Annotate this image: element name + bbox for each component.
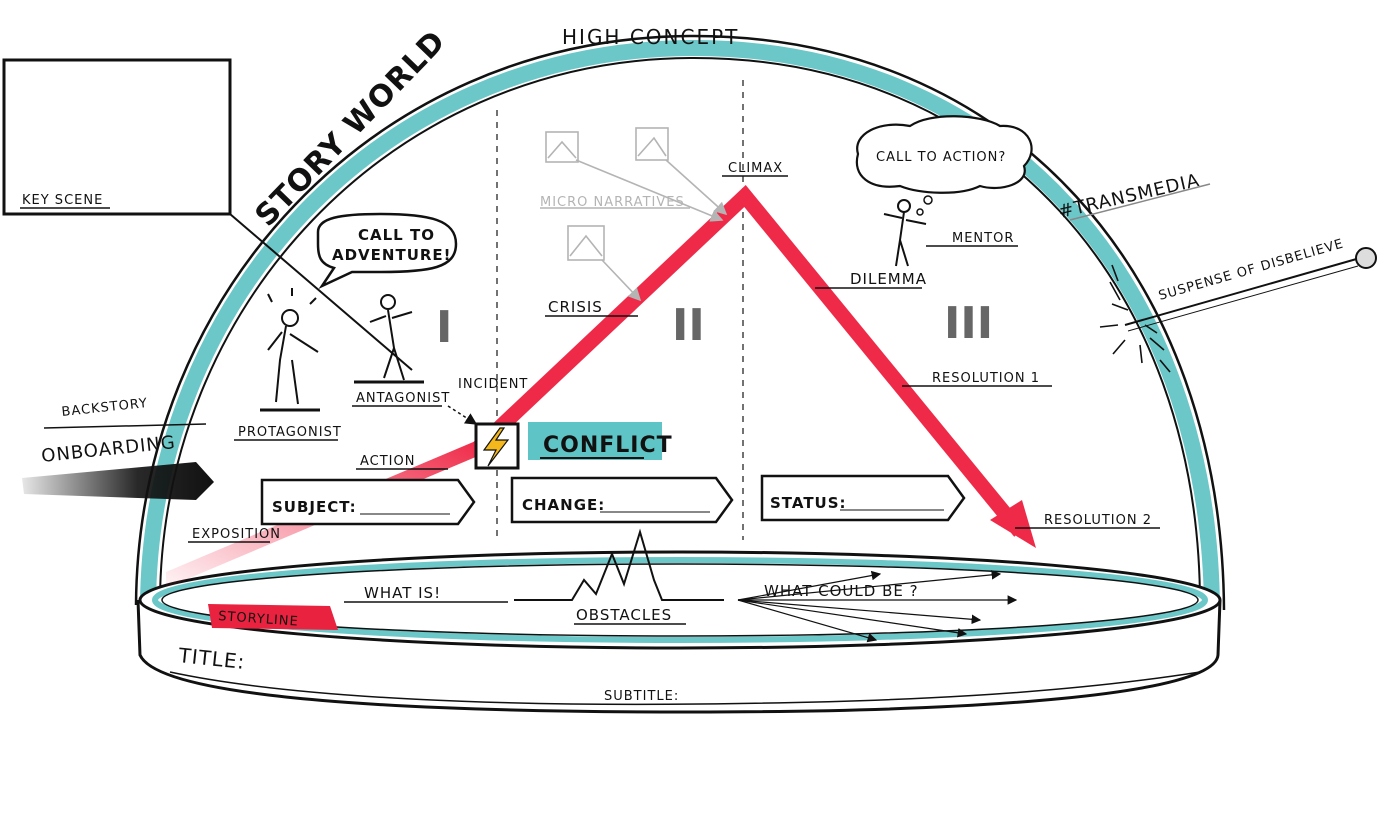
dilemma-label: DILEMMA: [850, 270, 927, 288]
call-to-action-bubble: [855, 115, 1033, 216]
onboarding-label: ONBOARDING: [40, 432, 176, 467]
micro-narrative-frame-2: [635, 127, 669, 161]
conflict-label: CONFLICT: [543, 433, 673, 458]
antagonist-label: ANTAGONIST: [356, 391, 450, 406]
what-could-be-label: WHAT COULD BE ?: [764, 582, 919, 600]
incident-label: INCIDENT: [458, 377, 528, 392]
onboarding-arrow: [22, 462, 214, 500]
micro-narrative-frame-1: [545, 131, 579, 163]
storyline-label: STORYLINE: [218, 609, 299, 630]
suspense-pin: [1099, 247, 1377, 373]
backstory-label: BACKSTORY: [61, 396, 149, 420]
exposition-label: EXPOSITION: [192, 527, 281, 542]
climax-label: CLIMAX: [728, 161, 783, 176]
protagonist-figure: [260, 288, 320, 412]
what-is-label: WHAT IS!: [364, 584, 441, 602]
key-scene-box: [2, 58, 232, 216]
micro-narratives-label: MICRO NARRATIVES: [540, 195, 685, 210]
call-to-adventure-line2: ADVENTURE!: [332, 246, 452, 264]
mentor-label: MENTOR: [952, 231, 1014, 246]
key-scene-label: KEY SCENE: [22, 193, 103, 208]
call-to-adventure-line1: CALL TO: [358, 226, 435, 244]
subtitle-label: SUBTITLE:: [604, 689, 679, 704]
act-dividers: [496, 80, 744, 540]
possibility-arrows: [737, 570, 1018, 643]
resolution1-label: RESOLUTION 1: [932, 371, 1040, 386]
crisis-label: CRISIS: [548, 298, 603, 316]
action-label: ACTION: [360, 454, 415, 469]
call-to-adventure-bubble: [316, 212, 458, 290]
transmedia-label: #TRANSMEDIA: [1056, 170, 1201, 223]
resolution2-label: RESOLUTION 2: [1044, 513, 1152, 528]
act-2-numeral: II: [672, 300, 705, 351]
lightning-icon: [482, 427, 510, 467]
micro-narrative-frame-3: [567, 225, 605, 261]
antagonist-figure: [354, 294, 424, 384]
dome-base: [136, 550, 1222, 714]
micro-narratives: [540, 127, 728, 302]
protagonist-label: PROTAGONIST: [238, 425, 342, 440]
change-field[interactable]: [510, 476, 734, 524]
storyline-highlight: [208, 604, 338, 630]
act-3-numeral: III: [944, 298, 993, 349]
call-to-action-text: CALL TO ACTION?: [876, 150, 1006, 165]
subject-label: SUBJECT:: [272, 498, 357, 516]
obstacles-label: OBSTACLES: [576, 606, 672, 624]
status-field[interactable]: [760, 474, 966, 522]
key-scene-pointer: [229, 213, 413, 371]
obstacles-peaks: [514, 528, 724, 601]
conflict-bolt-box: [474, 422, 520, 470]
status-label: STATUS:: [770, 494, 847, 512]
high-concept-label: HIGH CONCEPT: [562, 25, 739, 49]
change-label: CHANGE:: [522, 496, 605, 514]
conflict-highlight: [528, 422, 662, 460]
act-1-numeral: I: [436, 302, 452, 353]
mentor-figure: [883, 199, 927, 267]
subject-field[interactable]: [260, 478, 476, 526]
arc-arrowhead: [990, 500, 1036, 548]
